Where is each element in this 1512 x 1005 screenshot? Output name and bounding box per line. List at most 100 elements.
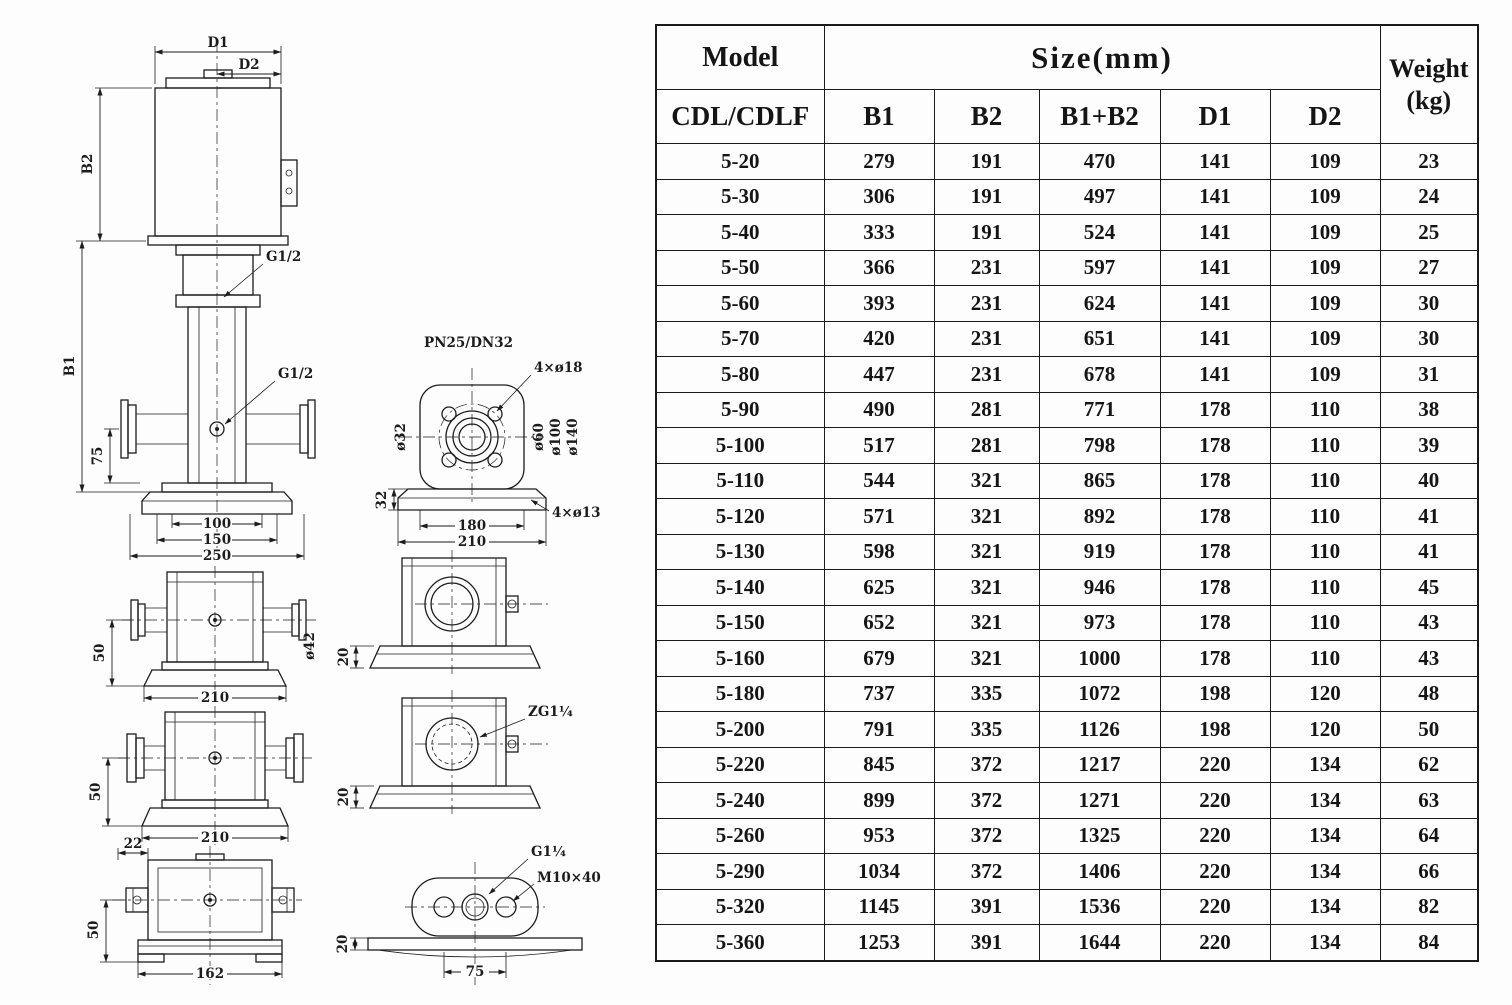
mid-section-view: ø42 50 210: [92, 566, 318, 706]
cell-weight: 27: [1379, 249, 1479, 286]
cell-d2: 110: [1269, 391, 1381, 428]
drawing-panel: D1 D2 B2 B1 G1/2: [0, 0, 650, 1000]
dim-180-label: 180: [458, 518, 486, 534]
dim-150-label: 150: [203, 532, 231, 548]
cell-model: 5-50: [655, 249, 825, 286]
cell-b1: 447: [823, 356, 935, 393]
cell-d2: 110: [1269, 427, 1381, 464]
cell-b1b2: 624: [1038, 285, 1161, 322]
flange-top-view: PN25/DN32 4×ø18 ø32 ø60 ø100 ø140: [374, 335, 601, 550]
cell-b1: 1145: [823, 888, 935, 925]
cell-d2: 110: [1269, 569, 1381, 606]
cell-weight: 48: [1379, 675, 1479, 712]
table-row: 5-40 333 191 524 141 109 25: [655, 214, 1479, 251]
cell-b1b2: 497: [1038, 178, 1161, 215]
cell-b2: 321: [933, 569, 1040, 606]
dim-50-mid-label: 50: [92, 644, 108, 663]
cell-d2: 110: [1269, 533, 1381, 570]
cell-d2: 110: [1269, 640, 1381, 677]
table-row: 5-180 737 335 1072 198 120 48: [655, 675, 1479, 712]
cell-d2: 109: [1269, 320, 1381, 357]
cell-b2: 321: [933, 640, 1040, 677]
table-row: 5-150 652 321 973 178 110 43: [655, 604, 1479, 641]
cell-weight: 62: [1379, 746, 1479, 783]
col-header-b2: B2: [933, 89, 1040, 144]
dim-210-mid-label: 210: [201, 690, 229, 706]
table-row: 5-80 447 231 678 141 109 31: [655, 356, 1479, 393]
cell-d2: 120: [1269, 675, 1381, 712]
dim-75-label: 75: [90, 447, 106, 466]
cell-model: 5-60: [655, 285, 825, 322]
cell-model: 5-360: [655, 924, 825, 961]
cell-d1: 178: [1159, 498, 1271, 535]
cell-d1: 178: [1159, 604, 1271, 641]
table-row: 5-220 845 372 1217 220 134 62: [655, 746, 1479, 783]
col-header-size: Size(mm): [823, 24, 1381, 90]
weight-label-line2: (kg): [1406, 85, 1452, 115]
cell-b2: 281: [933, 427, 1040, 464]
cell-model: 5-70: [655, 320, 825, 357]
zg-thread-label: ZG1¼: [528, 704, 573, 720]
cell-b1: 420: [823, 320, 935, 357]
cell-model: 5-20: [655, 143, 825, 180]
cell-b2: 391: [933, 888, 1040, 925]
table-row: 5-70 420 231 651 141 109 30: [655, 320, 1479, 357]
cell-b2: 372: [933, 782, 1040, 819]
cell-b2: 372: [933, 746, 1040, 783]
cell-model: 5-140: [655, 569, 825, 606]
cell-model: 5-30: [655, 178, 825, 215]
pump-technical-drawing: D1 D2 B2 B1 G1/2: [62, 35, 601, 985]
cell-b1b2: 865: [1038, 462, 1161, 499]
cell-b2: 372: [933, 853, 1040, 890]
cell-d2: 134: [1269, 782, 1381, 819]
cell-d1: 141: [1159, 143, 1271, 180]
cell-b1b2: 1000: [1038, 640, 1161, 677]
cell-b1b2: 1126: [1038, 711, 1161, 748]
cell-b1b2: 892: [1038, 498, 1161, 535]
cell-model: 5-260: [655, 817, 825, 854]
cell-weight: 64: [1379, 817, 1479, 854]
dim-32-label: 32: [374, 491, 390, 510]
cell-b2: 391: [933, 924, 1040, 961]
cell-b1b2: 1325: [1038, 817, 1161, 854]
cell-d2: 109: [1269, 143, 1381, 180]
col-header-d2: D2: [1269, 89, 1381, 144]
dia-60-label: ø60: [531, 423, 547, 451]
table-row: 5-160 679 321 1000 178 110 43: [655, 640, 1479, 677]
cell-d2: 109: [1269, 178, 1381, 215]
cell-d1: 141: [1159, 356, 1271, 393]
cell-b1: 1253: [823, 924, 935, 961]
cell-b1b2: 597: [1038, 249, 1161, 286]
table-row: 5-110 544 321 865 178 110 40: [655, 462, 1479, 499]
cell-weight: 43: [1379, 640, 1479, 677]
cell-model: 5-160: [655, 640, 825, 677]
terminal-box: [280, 159, 298, 207]
cell-b1: 490: [823, 391, 935, 428]
col-header-d1: D1: [1159, 89, 1271, 144]
cell-b1: 279: [823, 143, 935, 180]
cell-model: 5-290: [655, 853, 825, 890]
dim-d1-label: D1: [207, 35, 228, 51]
cell-model: 5-150: [655, 604, 825, 641]
cell-model: 5-120: [655, 498, 825, 535]
table-panel: Model Size(mm) Weight (kg) CDL/CDLF B1 B…: [655, 24, 1480, 962]
cell-b2: 335: [933, 711, 1040, 748]
cell-b1: 517: [823, 427, 935, 464]
cell-b1b2: 678: [1038, 356, 1161, 393]
cell-weight: 84: [1379, 924, 1479, 961]
cell-b1: 899: [823, 782, 935, 819]
mid-port-view: 20: [336, 550, 548, 674]
table-row: 5-140 625 321 946 178 110 45: [655, 569, 1479, 606]
cell-b1b2: 1536: [1038, 888, 1161, 925]
table-row: 5-240 899 372 1271 220 134 63: [655, 782, 1479, 819]
cell-b1b2: 1072: [1038, 675, 1161, 712]
pump-front-view: D1 D2 B2 B1 G1/2: [62, 35, 316, 564]
dimension-table: Model Size(mm) Weight (kg) CDL/CDLF B1 B…: [655, 24, 1480, 962]
cell-d1: 178: [1159, 427, 1271, 464]
cell-d1: 141: [1159, 178, 1271, 215]
cell-b1: 1034: [823, 853, 935, 890]
cell-model: 5-180: [655, 675, 825, 712]
cell-weight: 23: [1379, 143, 1479, 180]
cell-d2: 109: [1269, 214, 1381, 251]
